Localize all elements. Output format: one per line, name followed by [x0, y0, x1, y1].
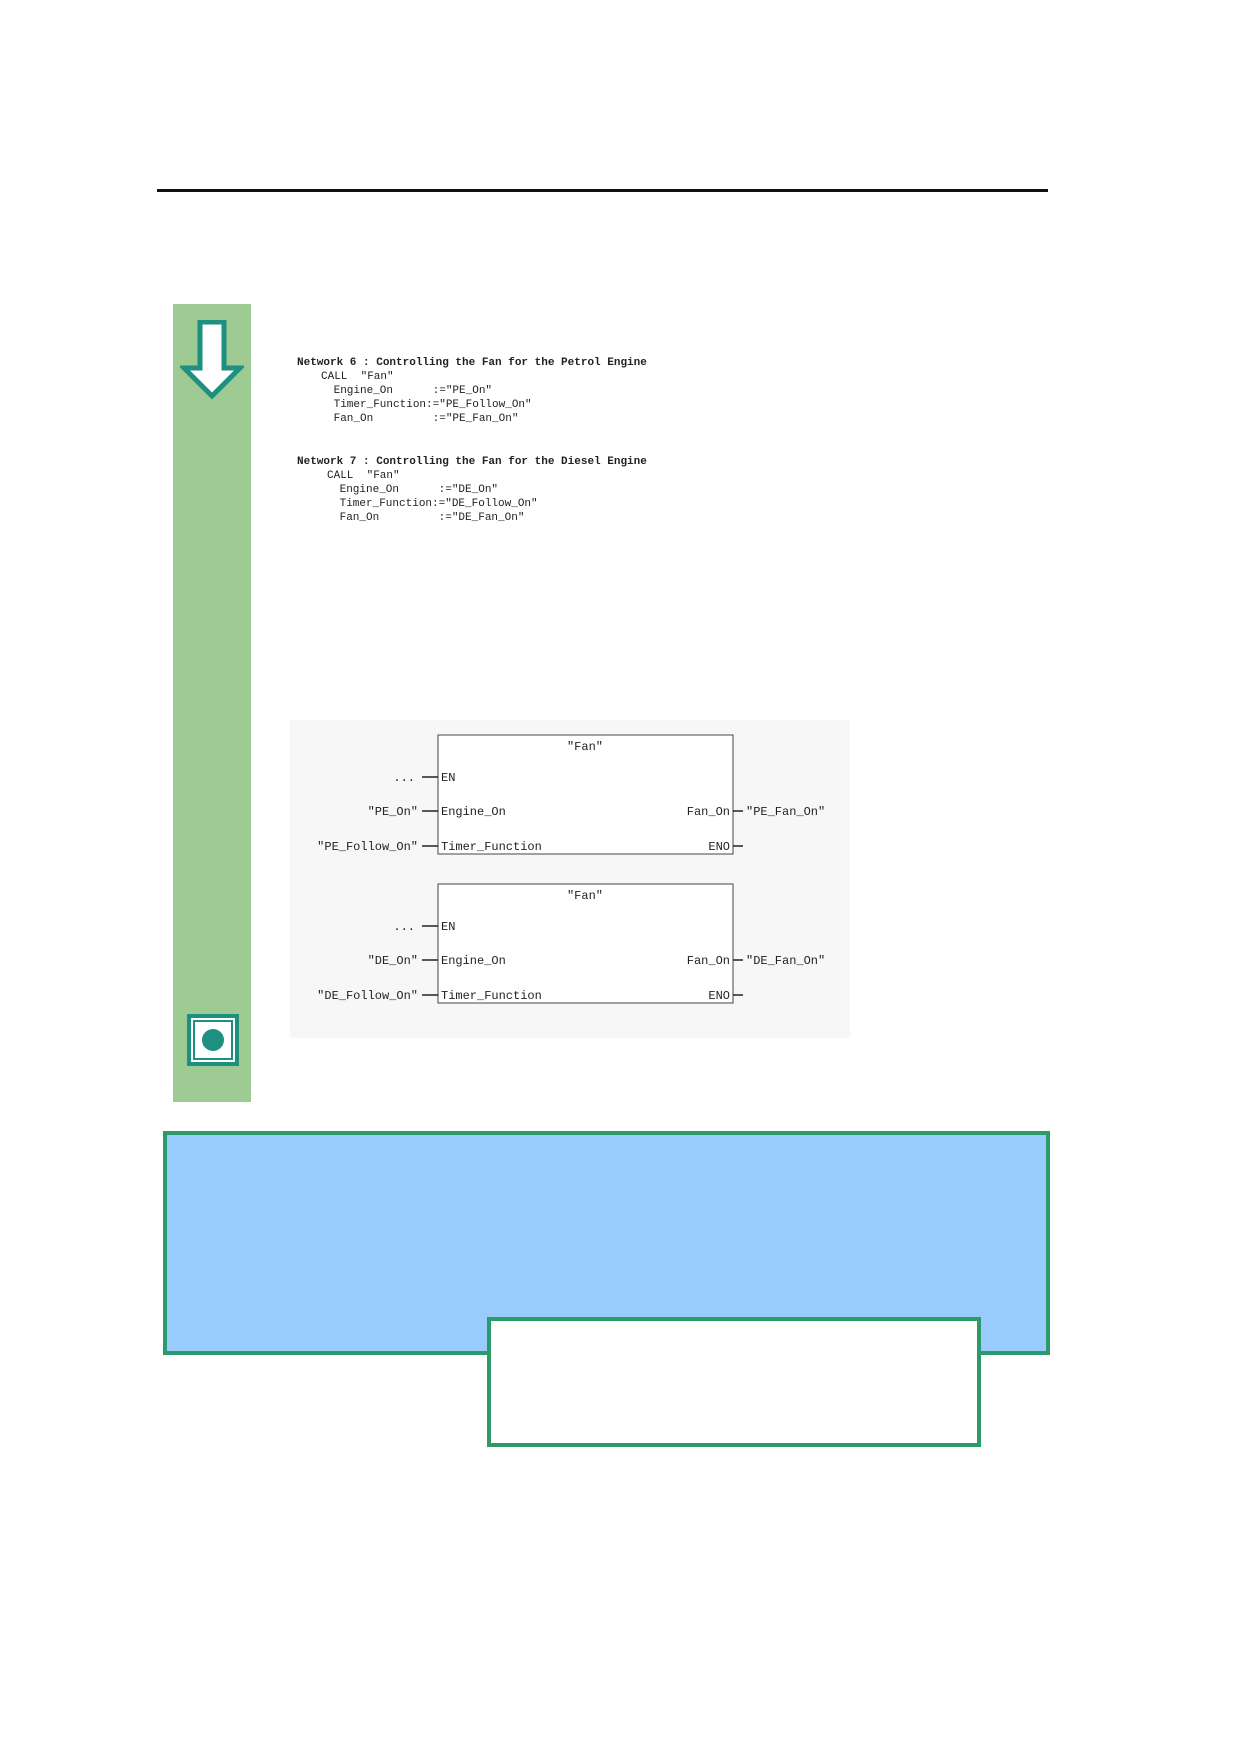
network-6-code: Network 6 : Controlling the Fan for the … — [297, 356, 647, 426]
code-line: Fan_On :="PE_Fan_On" — [327, 413, 519, 425]
fbd-diagram-area — [290, 720, 850, 1038]
code-line: Engine_On :="PE_On" — [327, 385, 493, 397]
code-line: Engine_On :="DE_On" — [333, 484, 499, 496]
code-line: CALL "Fan" — [321, 371, 394, 383]
code-line: Fan_On :="DE_Fan_On" — [333, 512, 525, 524]
network-7-header: Network 7 : Controlling the Fan for the … — [297, 456, 647, 468]
code-line: Timer_Function:="DE_Follow_On" — [333, 498, 538, 510]
top-rule — [157, 189, 1048, 192]
callout-box — [487, 1317, 981, 1447]
step-sidebar — [173, 304, 251, 1102]
stop-icon[interactable] — [187, 1014, 239, 1066]
network-6-header: Network 6 : Controlling the Fan for the … — [297, 357, 647, 369]
down-arrow-icon — [180, 320, 244, 400]
network-7-code: Network 7 : Controlling the Fan for the … — [297, 455, 647, 525]
code-line: Timer_Function:="PE_Follow_On" — [327, 399, 532, 411]
code-line: CALL "Fan" — [327, 470, 400, 482]
